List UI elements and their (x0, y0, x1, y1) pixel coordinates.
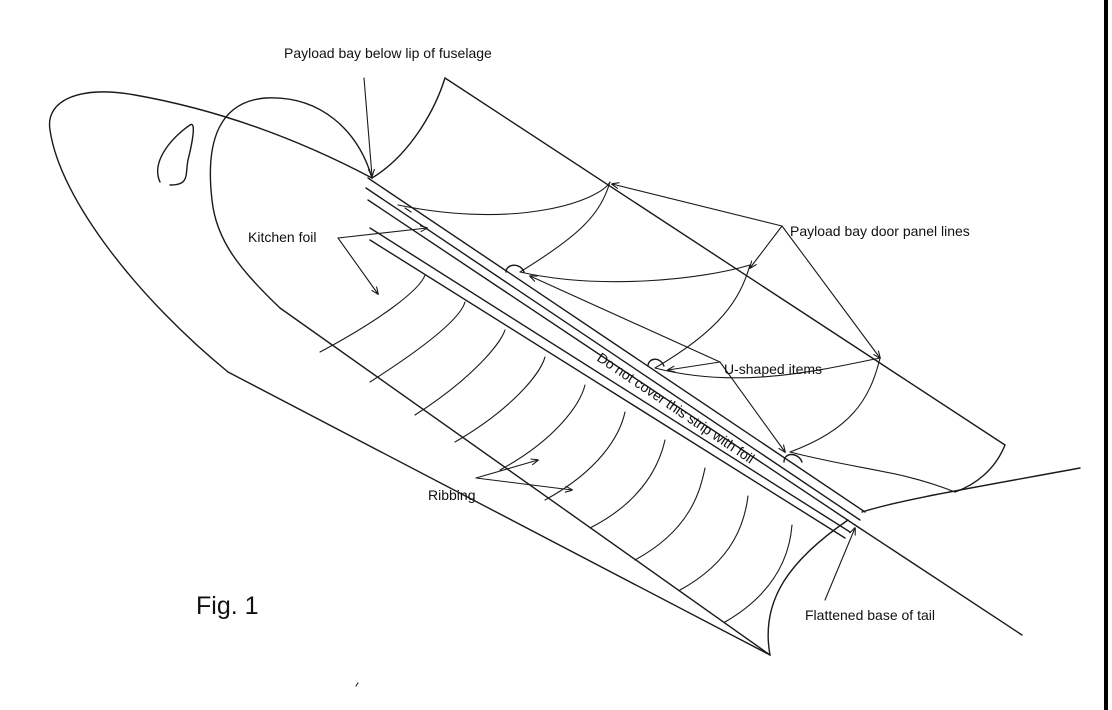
label-kitchen-foil: Kitchen foil (248, 229, 316, 245)
leader-lines (337, 77, 880, 601)
u-item-1 (505, 264, 525, 273)
label-door-panel-lines: Payload bay door panel lines (790, 223, 970, 239)
hinge-strip (365, 177, 866, 539)
right-border (1104, 0, 1108, 710)
payload-bay-door (371, 77, 1006, 493)
u-shaped-items (505, 264, 803, 463)
ribbing (279, 274, 793, 656)
label-payload-bay-lip: Payload bay below lip of fuselage (284, 45, 492, 61)
label-u-shaped-items: U-shaped items (724, 361, 822, 377)
stray-mark (355, 682, 359, 687)
tail-section (767, 467, 1081, 656)
fuselage-outline (48, 91, 771, 656)
u-item-2 (647, 358, 665, 367)
u-item-3 (783, 453, 803, 463)
label-flattened-tail: Flattened base of tail (805, 607, 935, 623)
figure-label: Fig. 1 (196, 592, 259, 620)
label-ribbing: Ribbing (428, 487, 475, 503)
